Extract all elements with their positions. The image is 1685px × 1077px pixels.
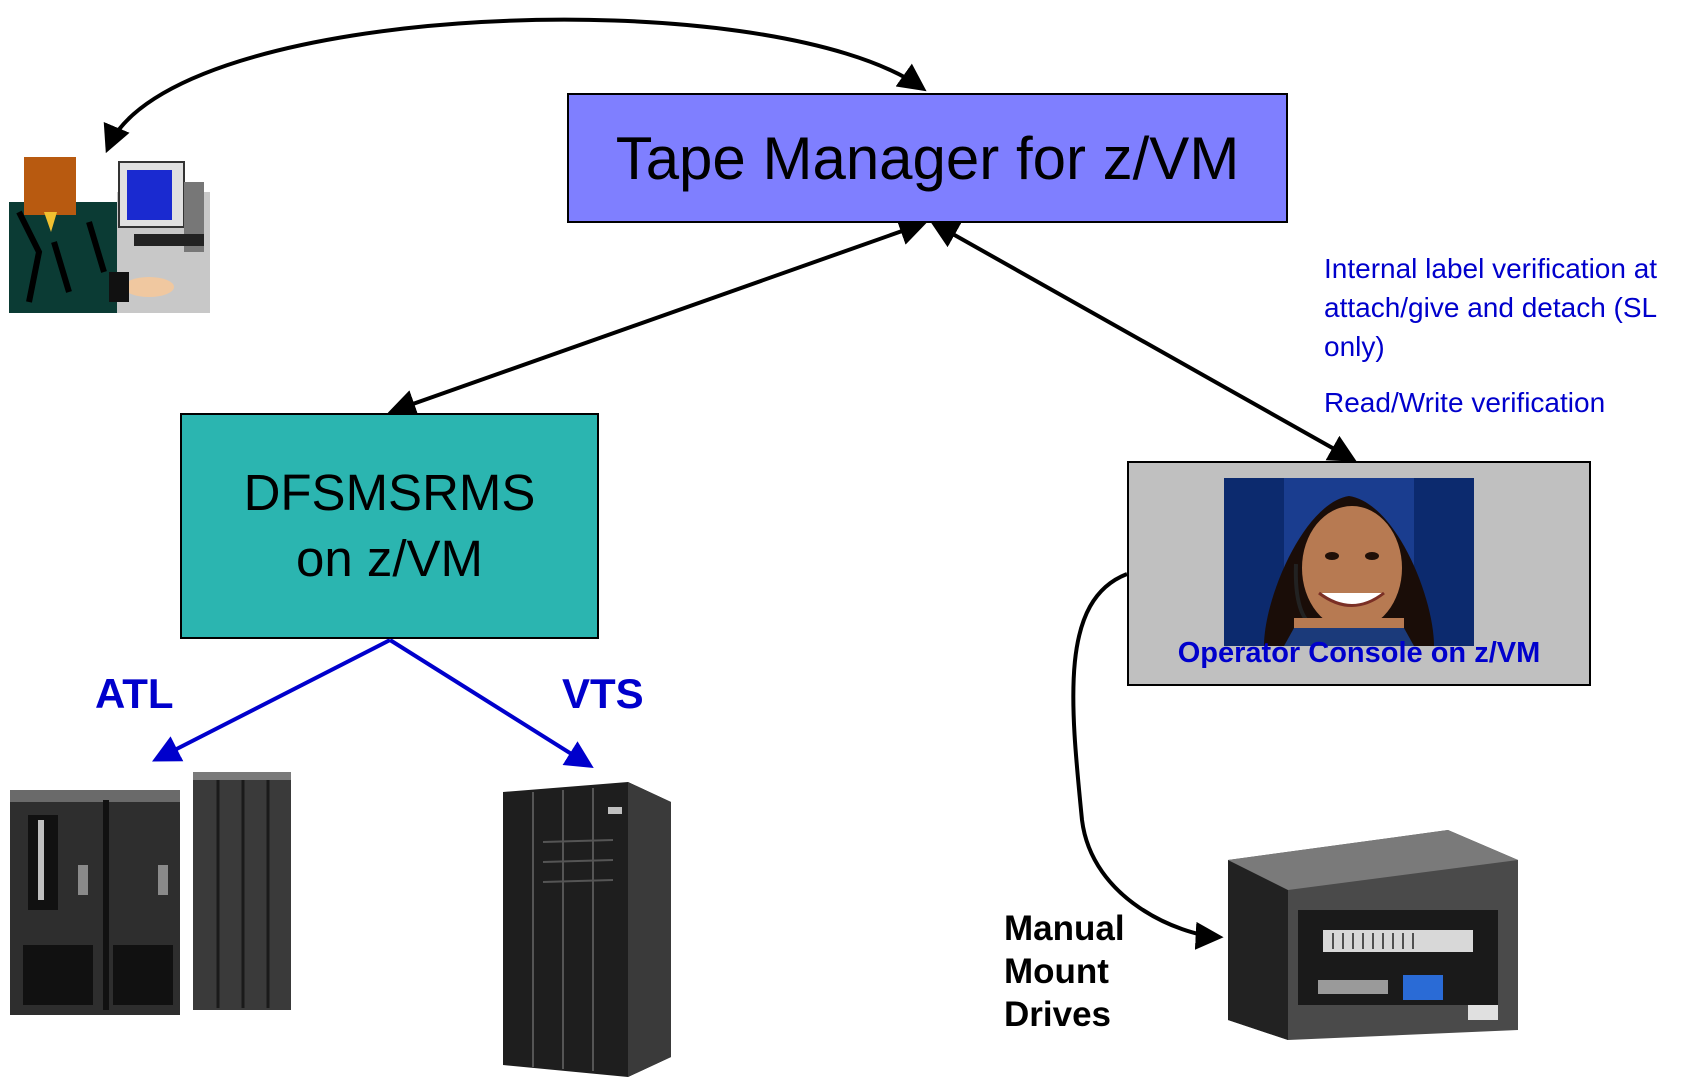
arrow-tapemanager-dfsmsrms	[387, 218, 928, 417]
arrow-atl	[152, 638, 391, 762]
tape-drive-icon	[1228, 830, 1518, 1040]
note-rw-verification: Read/Write verification	[1324, 387, 1606, 418]
operator-console-label: Operator Console on z/VM	[1177, 637, 1541, 669]
tape-manager-box: Tape Manager for z/VM	[567, 93, 1288, 223]
arrow-tapemanager-operator	[930, 221, 1357, 462]
vts-label: VTS	[562, 670, 644, 717]
dfsmsrms-line1: DFSMSRMS	[243, 464, 536, 521]
mount-line: Mount	[1004, 952, 1109, 991]
curve-operator-drives	[1071, 572, 1224, 950]
manual-line: Manual	[1004, 909, 1125, 948]
atl-library-icon	[10, 772, 291, 1015]
operator-console-box: Operator Console on z/VM	[1127, 461, 1591, 686]
arrow-vts	[388, 638, 594, 768]
dfsmsrms-box: DFSMSRMS on z/VM	[180, 413, 599, 639]
note-label-verification: Internal label verification at attach/gi…	[1324, 253, 1658, 362]
atl-label: ATL	[95, 670, 174, 717]
user-workstation-icon	[9, 157, 210, 313]
manual-mount-drives-label: Manual Mount Drives	[1004, 907, 1125, 1036]
arc-user-tapemanager	[103, 17, 927, 154]
operator-photo	[1224, 478, 1474, 646]
drives-line: Drives	[1004, 995, 1112, 1034]
vts-server-icon	[503, 782, 671, 1077]
tape-manager-label: Tape Manager for z/VM	[615, 124, 1240, 192]
dfsmsrms-line2: on z/VM	[295, 530, 484, 587]
